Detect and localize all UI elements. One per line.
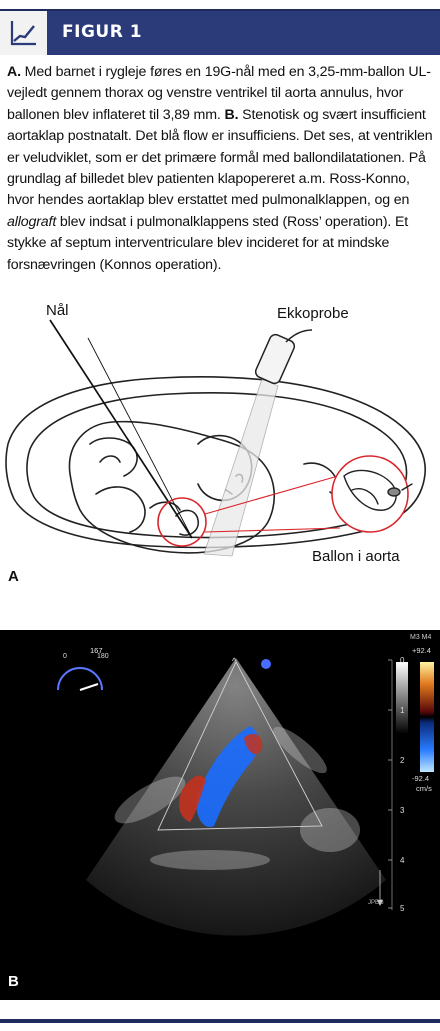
angle-dial: 0 180 <box>57 653 109 691</box>
panel-b-echocardiogram: ^ 0 180 167 M3 M4 +92.4 -92.4 cm/s 0 1 2 <box>0 630 440 1000</box>
caption-text-c: blev indsat i pulmonalklappens sted (Ros… <box>7 213 409 273</box>
panel-a-label: A <box>8 568 19 585</box>
caption-text-b: Stenotisk og svært insufficient aortakla… <box>7 106 433 209</box>
caption-text-a: Med barnet i rygleje føres en 19G-nål me… <box>7 64 431 123</box>
depth-tick-5: 5 <box>400 904 405 913</box>
scale-top-labels: M3 M4 <box>410 634 432 641</box>
header-top-rule <box>0 9 440 11</box>
balloon-label: Ballon i aorta <box>312 548 400 565</box>
depth-tick-2: 2 <box>400 756 405 765</box>
doppler-red-flow <box>179 775 206 822</box>
depth-tick-1: 1 <box>400 706 405 715</box>
probe-orientation-icon <box>261 659 271 669</box>
caption-italic: allograft <box>7 213 57 230</box>
svg-text:180: 180 <box>97 653 109 660</box>
doppler-blue-flow <box>196 726 259 827</box>
depth-tick-3: 3 <box>400 806 405 815</box>
needle-label: Nål <box>46 302 69 319</box>
footer-rule <box>0 1019 440 1023</box>
echo-image: ^ 0 180 <box>57 653 434 936</box>
gray-scale-bar <box>396 662 408 734</box>
line-chart-icon <box>10 21 36 46</box>
fetal-procedure-illustration <box>5 319 426 557</box>
panel-b-label: B <box>8 973 19 990</box>
caption-label-a: A. <box>7 64 21 80</box>
figure-header-band <box>47 11 440 55</box>
scale-max: +92.4 <box>412 646 431 655</box>
scale-min: -92.4 <box>412 774 430 783</box>
echo-probe-icon <box>254 329 313 385</box>
svg-text:^: ^ <box>232 656 237 666</box>
probe-label: Ekkoprobe <box>277 305 349 322</box>
depth-tick-0: 0 <box>400 656 405 665</box>
figure-title: FIGUR 1 <box>62 22 143 42</box>
angle-readout: 167 <box>90 646 103 655</box>
jpeg-label: JPEG <box>368 900 384 906</box>
caption-label-b: B. <box>224 106 239 123</box>
svg-text:0: 0 <box>63 653 67 660</box>
depth-tick-4: 4 <box>400 856 405 865</box>
color-scale-bar <box>420 662 434 772</box>
figure-icon-box <box>0 11 47 55</box>
figure-caption: A. Med barnet i rygleje føres en 19G-nål… <box>7 62 435 276</box>
panel-a-illustration <box>0 294 440 602</box>
scale-unit: cm/s <box>416 784 432 793</box>
